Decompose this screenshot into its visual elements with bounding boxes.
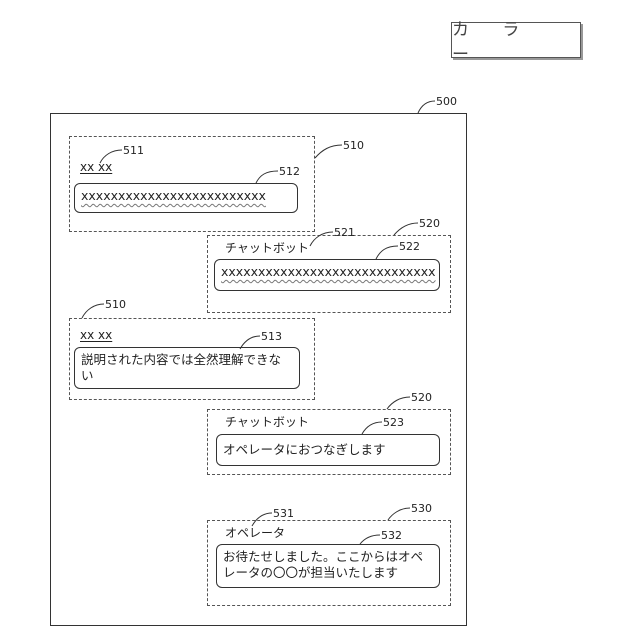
message-bubble-5: お待たせしました。ここからはオペレータの〇〇が担当いたします xyxy=(216,544,440,588)
leader-500 xyxy=(418,101,435,113)
message-bubble-4: オペレータにおつなぎします xyxy=(216,434,440,466)
ref-522: 522 xyxy=(399,240,420,253)
ref-532: 532 xyxy=(381,529,402,542)
ref-520-second: 520 xyxy=(411,391,432,404)
ref-520-first: 520 xyxy=(419,217,440,230)
ref-512: 512 xyxy=(279,165,300,178)
ref-523: 523 xyxy=(383,416,404,429)
ref-510-first: 510 xyxy=(343,139,364,152)
ref-530: 530 xyxy=(411,502,432,515)
ref-500: 500 xyxy=(436,95,457,108)
message-bubble-1: xxxxxxxxxxxxxxxxxxxxxxxxx xyxy=(74,183,298,213)
sender-name-chatbot-2: チャットボット xyxy=(225,413,309,430)
sender-name-user-1: xx xx xyxy=(80,160,112,174)
sender-name-chatbot-1: チャットボット xyxy=(225,239,309,256)
ref-531: 531 xyxy=(273,507,294,520)
ref-513: 513 xyxy=(261,330,282,343)
message-bubble-2: xxxxxxxxxxxxxxxxxxxxxxxxxxxxx xyxy=(214,259,440,291)
ref-521: 521 xyxy=(334,226,355,239)
message-bubble-3: 説明された内容では全然理解できない xyxy=(74,347,300,389)
color-stamp: カ ラ ー xyxy=(451,22,581,58)
ref-511: 511 xyxy=(123,144,144,157)
sender-name-operator: オペレータ xyxy=(225,524,285,541)
ref-510-second: 510 xyxy=(105,298,126,311)
sender-name-user-2: xx xx xyxy=(80,328,112,342)
